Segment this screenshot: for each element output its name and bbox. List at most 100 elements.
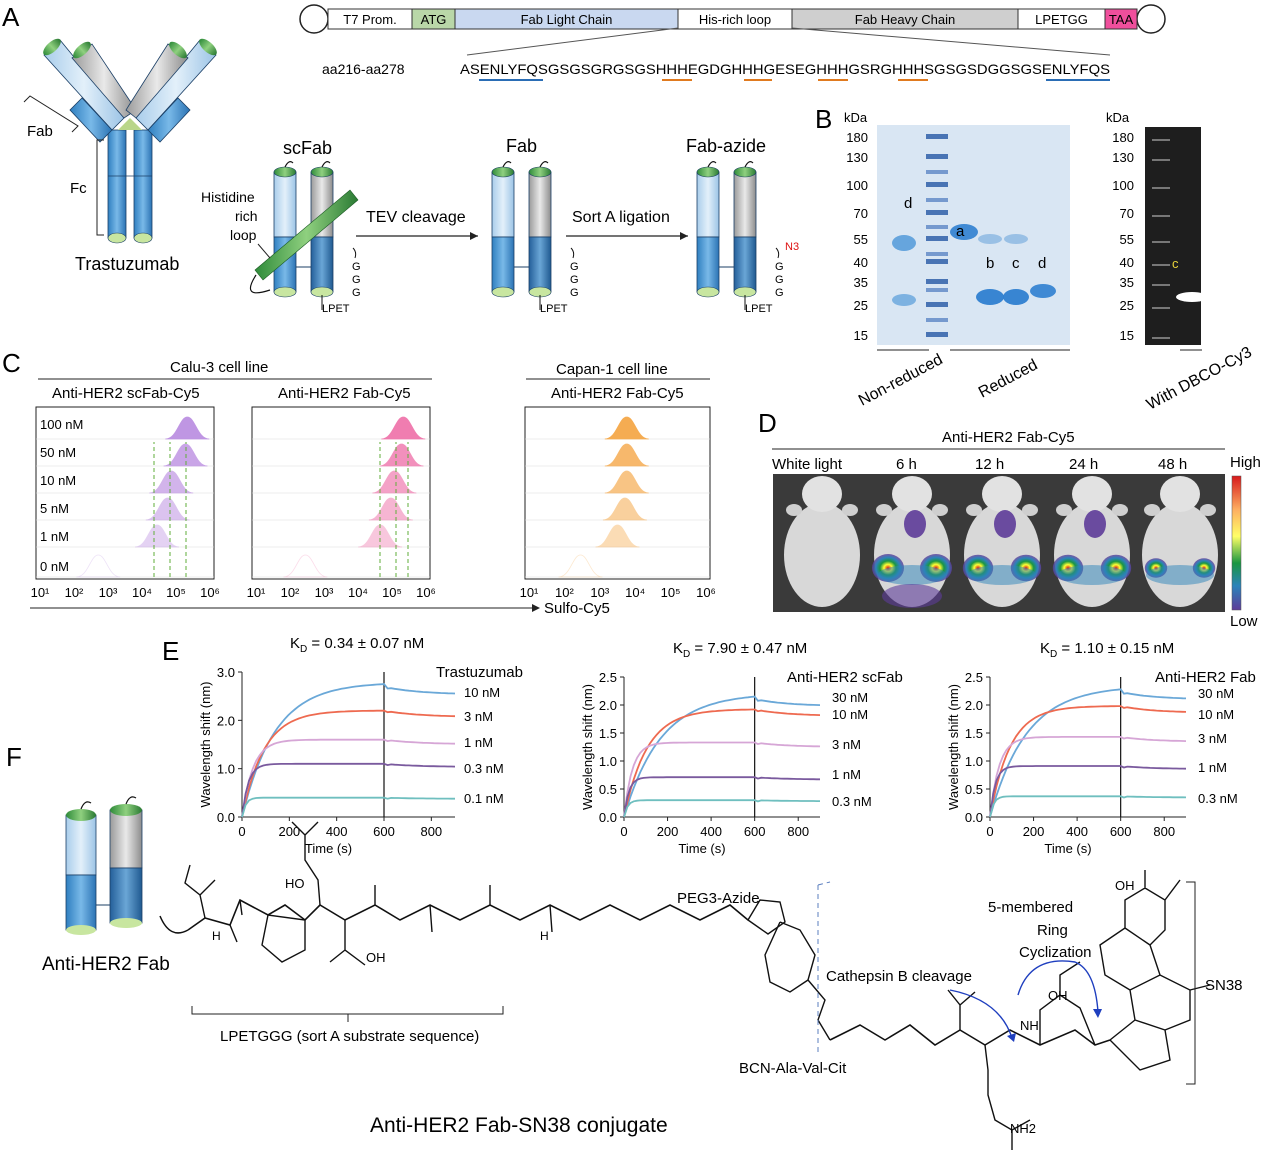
plot-xtick-label-1-2: 400: [700, 824, 722, 839]
plot-curve-0-0: [241, 683, 456, 818]
gel2-tick-6: 35: [1120, 275, 1134, 290]
conjugate-fab-label: Anti-HER2 Fab: [42, 954, 170, 975]
scfab-loop-end: [249, 274, 271, 294]
plot-conc-0-0: 10 nM: [464, 685, 500, 700]
gel1-tick-3: 70: [854, 206, 868, 221]
plot-xtick-label-1-4: 800: [787, 824, 809, 839]
carbonyls: [374, 885, 553, 933]
plot-conc-1-3: 1 nM: [832, 767, 861, 782]
scfab-tail-g0: G: [352, 261, 361, 273]
fab-label: Fab: [27, 123, 53, 140]
fluor-ladder-7: [1152, 307, 1170, 309]
ladder-band-2: [926, 182, 948, 187]
ladder-band-3: [926, 210, 948, 215]
ladder-extra-1: [926, 198, 948, 202]
plot-curve-2-3: [989, 765, 1187, 818]
flow-hist-capan-3: [602, 497, 647, 521]
igg-cap-1: [43, 38, 61, 56]
heat-scale-bar: [1231, 475, 1242, 611]
tev-arrowhead: [470, 232, 478, 240]
flow-xtick-1-2: 10³: [315, 585, 334, 600]
plot-ylabel-2: Wavelength shift (nm): [946, 684, 961, 810]
plot-xtick-label-2-1: 200: [1023, 824, 1045, 839]
flow-conc-4: 1 nM: [40, 529, 69, 544]
fabazide-tail-g2: G: [775, 287, 784, 299]
mouse-paw-l-1: [876, 504, 892, 516]
scfab-label: scFab: [283, 138, 332, 158]
zoom-line-left: [466, 27, 679, 56]
plot-name-0: Trastuzumab: [436, 664, 523, 681]
flow-xtick-1-1: 10²: [281, 585, 300, 600]
conj-fab-heavy-c: [109, 867, 143, 924]
flow-hist-scfab-4: [134, 524, 180, 548]
flow-xtick-0-2: 10³: [99, 585, 118, 600]
construct-segment-label-0: T7 Prom.: [343, 12, 396, 27]
plot-ytick-label-2-4: 2.0: [965, 698, 983, 713]
igg-fc-right: [133, 129, 153, 239]
signal-band-2: [1058, 565, 1126, 585]
band-label-d1: d: [904, 195, 912, 212]
plot-xtick-label-2-4: 800: [1153, 824, 1175, 839]
flow-hist-fab-2: [372, 470, 417, 494]
band-c-upper: [1004, 234, 1028, 244]
loop-sequence: ASENLYFQSGSGSGRGSGSHHHEGDGHHHGESEGHHHGSR…: [460, 61, 1110, 77]
lane-label-reduced: Reduced: [976, 356, 1041, 401]
plot-curve-1-3: [623, 776, 820, 818]
his-loop-cylinder: [254, 189, 359, 281]
fab-product-label: Fab: [506, 136, 537, 156]
fabazide-heavy-c: [733, 236, 757, 293]
triazole-ring: [747, 899, 786, 935]
fabazide-tail-hook: [775, 247, 780, 259]
mouse-paw-r-0: [842, 504, 858, 516]
fc-label: Fc: [70, 180, 87, 197]
fab-heavy-c: [528, 236, 552, 293]
calu-title: Calu-3 cell line: [170, 359, 268, 376]
atom-oh-sn38: OH: [1115, 878, 1135, 893]
fabazide-tail-pet: LPET: [745, 303, 773, 315]
glutamate-linker: [1039, 961, 1096, 1046]
plot-ytick-label-0-0: 0.0: [217, 810, 235, 825]
plot-conc-2-1: 10 nM: [1198, 707, 1234, 722]
plot-ytick-label-2-5: 2.5: [965, 670, 983, 685]
plot-ytick-label-1-2: 1.0: [599, 754, 617, 769]
gel2-tick-1: 130: [1112, 150, 1134, 165]
signal-liver-2: [1084, 510, 1106, 538]
mouse-body-0: [784, 503, 860, 607]
plot-conc-2-3: 1 nM: [1198, 760, 1227, 775]
atom-ho: HO: [285, 876, 305, 891]
plot-curve-1-2: [623, 741, 821, 818]
scfab-cy5-title: Anti-HER2 scFab-Cy5: [52, 385, 200, 402]
ladder-extra-0: [926, 170, 948, 174]
fab-linker: [159, 915, 189, 934]
band-label-c: c: [1012, 255, 1020, 272]
peg-boundary-tick: [817, 881, 831, 886]
fab-cy5-title-capan: Anti-HER2 Fab-Cy5: [551, 385, 684, 402]
threonine-side-chain: [329, 920, 366, 966]
sulfo-axis-label: Sulfo-Cy5: [544, 600, 610, 617]
cathepsin-label: Cathepsin B cleavage: [826, 968, 972, 985]
fab-base-l: [491, 286, 515, 298]
flow-xtick-2-5: 10⁶: [696, 585, 716, 600]
mouse-head-4: [1160, 476, 1200, 512]
imaging-panel: Anti-HER2 Fab-Cy5 White light 6 h 12 h 2…: [772, 429, 1261, 630]
kda-label-1: kDa: [844, 110, 868, 125]
flow-xtick-1-5: 10⁶: [416, 585, 436, 600]
histidine-label-3: loop: [230, 227, 257, 243]
panel-a-labels: Fab Fc Trastuzumab scFab Fab Fab-azide H…: [23, 95, 799, 315]
atom-nh-1: H: [212, 929, 221, 943]
flow-hist-scfab-5: [76, 554, 121, 578]
flow-xtick-2-0: 10¹: [520, 585, 539, 600]
scfab-nterm-h: [321, 161, 331, 168]
fluor-band-label: c: [1172, 256, 1179, 271]
mouse-paw-l-0: [786, 504, 802, 516]
fab-bracket: [23, 95, 79, 133]
fabazide-nterm-l: [707, 161, 717, 168]
lpet-bracket: [191, 1006, 504, 1022]
atom-nh-2: H: [540, 929, 549, 943]
construct-segment-label-1: ATG: [421, 12, 447, 27]
gel1-tick-6: 35: [854, 275, 868, 290]
kda-label-2: kDa: [1106, 110, 1130, 125]
scfab-tail-g1: G: [352, 274, 361, 286]
